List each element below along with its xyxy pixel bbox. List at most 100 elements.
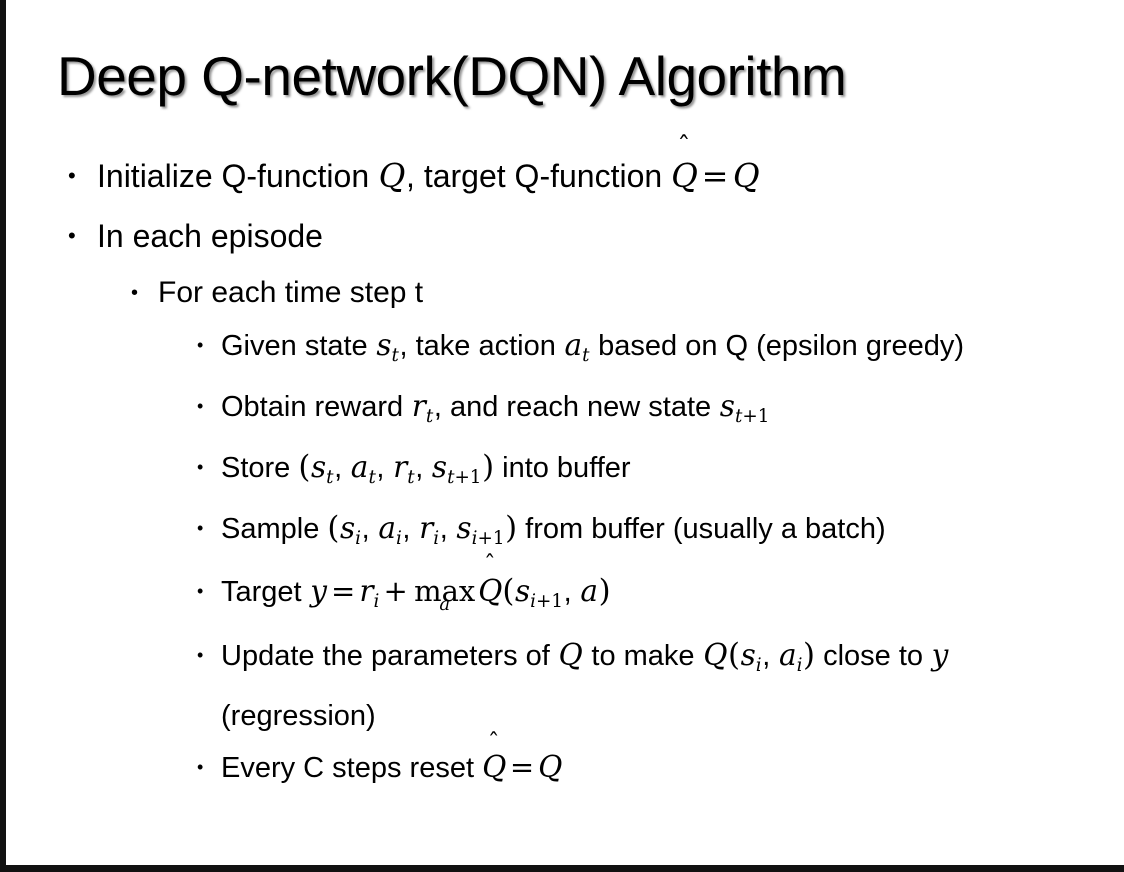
bullet-icon: • (197, 645, 204, 666)
math-symbol: Q (703, 638, 728, 673)
math-paren: ) (482, 448, 495, 485)
math-symbol: si+1 (456, 510, 505, 549)
math-symbol: si+1 (514, 574, 564, 613)
list-item-in-each-episode: • In each episode (0, 206, 1124, 266)
page-title: Deep Q-network(DQN) Algorithm (57, 45, 847, 107)
bullet-text-run: , (563, 576, 580, 609)
list-item-for-each-time-step: • For each time step t (0, 266, 1124, 320)
bullet-icon: • (68, 223, 76, 248)
math-paren: ( (327, 509, 340, 546)
math-subscript: t (425, 405, 434, 427)
bullet-text-run: , target Q-function (406, 158, 672, 194)
math-subscript: t (582, 344, 590, 366)
math-symbol: rt (411, 388, 434, 427)
math-subscript: i (355, 527, 362, 549)
list-item-given-state: •Given state st, take action at based on… (0, 320, 1124, 381)
math-symbol: ri (419, 510, 440, 549)
math-subscript: i (796, 655, 803, 677)
bullet-text-run: Obtain reward (221, 390, 412, 423)
math-paren: ) (505, 509, 518, 546)
list-item-label: For each time step t (158, 266, 1124, 320)
math-subscript: t+1 (447, 466, 482, 488)
math-symbol: Q (538, 750, 563, 785)
bullet-icon: • (197, 456, 204, 477)
bullet-icon: • (68, 163, 76, 188)
bullet-text-run: , (415, 451, 432, 484)
bullet-text-run: Store (221, 451, 299, 484)
bullet-text-run: In each episode (97, 218, 323, 254)
bullet-icon: • (197, 757, 204, 778)
math-subscript: t (407, 466, 415, 488)
bullet-text-run: into buffer (494, 451, 631, 484)
math-operator: = (509, 750, 535, 785)
math-symbol: y (931, 638, 949, 673)
math-symbol: a (580, 574, 598, 609)
slide-left-edge-band (0, 0, 6, 872)
math-subscript: t (368, 466, 376, 488)
bullet-icon: • (197, 581, 204, 602)
math-symbol: ai (778, 638, 803, 677)
math-symbol: rt (393, 449, 415, 488)
bullet-icon: • (197, 517, 204, 538)
math-symbol: st (310, 449, 334, 488)
math-paren: ( (728, 637, 741, 674)
bullet-icon: • (197, 395, 204, 416)
math-symbol: si (339, 510, 362, 549)
math-subscript: i (755, 655, 762, 677)
math-subscript: i (395, 527, 402, 549)
bullet-text-run: , (361, 512, 378, 545)
math-symbol: Q (378, 157, 406, 195)
bullet-text-run: (regression) (221, 700, 376, 733)
math-subscript: i (373, 591, 380, 613)
bullet-icon: • (131, 282, 139, 304)
math-subscript: i+1 (530, 591, 564, 613)
math-symbol: at (350, 449, 376, 488)
bullet-text-run: Update the parameters of (221, 640, 558, 673)
math-symbol: st (376, 328, 399, 366)
bullet-text-run: , (376, 451, 393, 484)
list-item-label: Sample (si, ai, ri, si+1) from buffer (u… (221, 503, 1100, 564)
hat-accent: ˆ (677, 132, 691, 162)
hat-accent: ˆ (487, 728, 500, 757)
bullet-text-run: Every C steps reset (221, 752, 483, 785)
bullet-list: •Initialize Q-function Q, target Q-funct… (0, 134, 1124, 794)
hat-accent: ˆ (483, 549, 496, 578)
list-item-label: Store (st, at, rt, st+1) into buffer (221, 442, 1100, 503)
list-item-initialize: •Initialize Q-function Q, target Q-funct… (0, 134, 1124, 206)
bullet-text-run: For each time step t (158, 276, 424, 309)
bullet-text-run: , (402, 512, 419, 545)
math-symbol: ri (359, 574, 380, 613)
bullet-text-run: to make (583, 640, 703, 673)
math-symbol: st+1 (431, 449, 482, 488)
bullet-icon: • (197, 335, 204, 355)
bullet-text-run: Initialize Q-function (97, 158, 379, 194)
math-max-underscript: a (439, 593, 451, 615)
list-item-store-transition: • Store (st, at, rt, st+1) into buffer (0, 442, 1124, 503)
math-paren: ) (598, 573, 611, 610)
math-symbol: Q (558, 638, 583, 673)
math-operator: + (383, 574, 408, 609)
math-symbol: Q (732, 157, 760, 195)
bullet-text-run: , and reach new state (433, 390, 720, 423)
math-symbol: at (564, 328, 590, 366)
math-operator: = (701, 157, 729, 195)
bullet-text-run: from buffer (usually a batch) (517, 512, 886, 545)
list-item-label: Given state st, take action at based on … (221, 320, 1100, 381)
math-subscript: t (391, 344, 399, 366)
math-symbol: st+1 (719, 388, 770, 427)
list-item-sample-batch: • Sample (si, ai, ri, si+1) from buffer (… (0, 503, 1124, 564)
bullet-text-run: based on Q (epsilon greedy) (590, 330, 965, 362)
bullet-text-run: Target (221, 576, 310, 609)
bullet-text-run: , take action (399, 330, 564, 362)
list-item-label: Update the parameters of Q to make Q(si,… (221, 630, 1100, 742)
math-subscript: t (326, 466, 334, 488)
list-item-obtain-reward: • Obtain reward rt, and reach new state s… (0, 381, 1124, 442)
slide-bottom-edge-band (0, 865, 1124, 872)
